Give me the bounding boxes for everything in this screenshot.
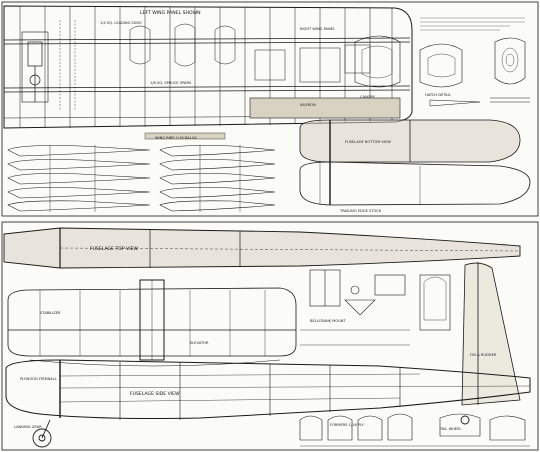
label-wing-title: LEFT WING PANEL SHOWN [140,10,201,16]
label-trailing-edge: TRAILING EDGE STOCK [339,209,382,213]
bellcrank-area [300,269,410,346]
top-panel [1,1,539,217]
label-fuselage-top: FUSELAGE TOP VIEW [90,246,139,252]
label-fuselage-side: FUSELAGE SIDE VIEW [130,391,180,397]
label-elevator: ELEVATOR [190,341,209,345]
notes-block [420,17,525,31]
label-rib-sheet: WING RIBS 1/16 BALSA [155,136,197,140]
label-tail-wheel: TAIL WHEEL [439,427,461,431]
stabilizer [7,279,297,367]
wing-ribs [19,6,393,128]
label-firewall: PLYWOOD FIREWALL [20,377,57,381]
label-fuselage-bottom: FUSELAGE BOTTOM VIEW [345,140,391,144]
label-hatch: HATCH DETAIL [425,93,451,97]
label-fin: FIN & RUDDER [470,353,497,357]
label-stabilizer: STABILIZER [40,311,61,315]
top-panel-labels: LEFT WING PANEL SHOWN RIGHT WING PANEL A… [100,10,451,213]
label-formers: FORMERS 1/16 PLY [330,423,365,427]
fin-rudder [419,262,521,406]
bottom-panel [1,221,539,451]
fuselage-side-view [5,359,531,420]
rib-templates [7,132,276,212]
bottom-panel-labels: FUSELAGE TOP VIEW STABILIZER ELEVATOR FI… [14,246,497,431]
label-bellcrank: BELLCRANK MOUNT [310,319,346,323]
fuselage-top-view [3,227,521,269]
small-parts [429,97,530,107]
wing-panel [3,5,413,129]
label-leading-edge: 1/4 SQ. LEADING EDGE [100,21,142,25]
label-landing-gear: LANDING GEAR [14,425,42,429]
label-aileron: AILERON [300,103,316,107]
fuselage-bottom-view [299,119,531,206]
landing-gear [32,415,470,448]
label-canopy: CANOPY [360,95,376,99]
canopy-details [354,35,526,88]
label-right-wing: RIGHT WING PANEL [300,27,335,31]
label-spar: 1/8 SQ. SPRUCE SPARS [150,81,192,85]
former-templates [299,413,530,447]
